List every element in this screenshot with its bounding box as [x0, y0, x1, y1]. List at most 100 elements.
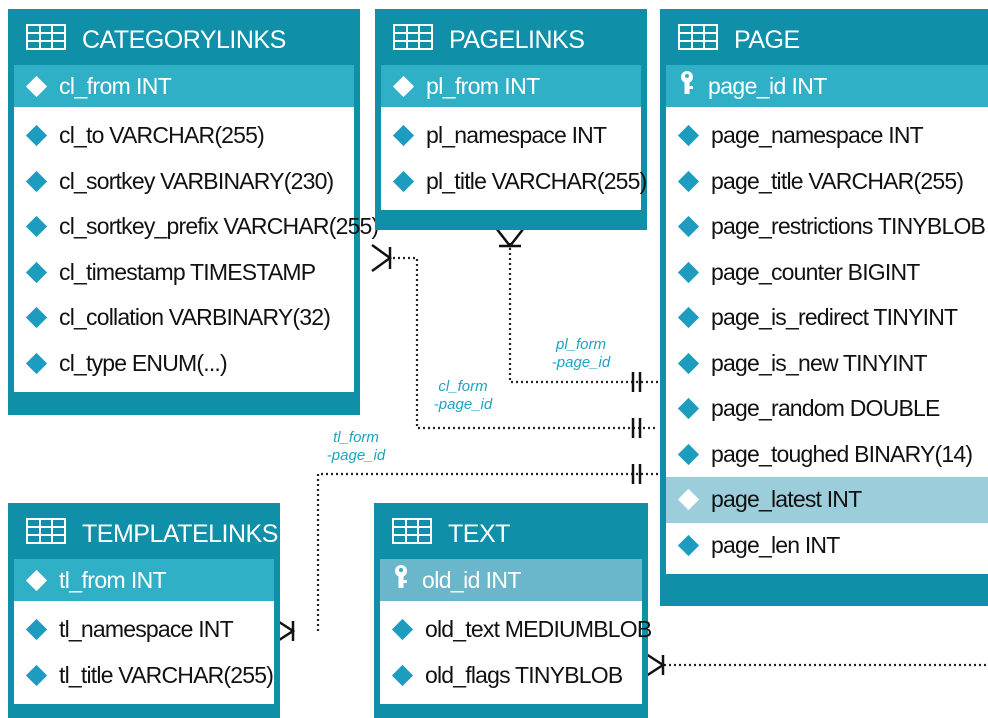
table-categorylinks[interactable]: CATEGORYLINKS cl_from INT cl_to VARCHAR(25… — [8, 9, 379, 415]
field-row[interactable]: page_toughed BINARY(14) — [666, 432, 988, 478]
diamond-icon — [677, 398, 700, 420]
field-row[interactable]: tl_namespace INT — [14, 607, 274, 653]
field-label: old_flags TINYBLOB — [425, 661, 623, 688]
table-title: TEMPLATELINKS — [82, 519, 278, 548]
diamond-icon — [392, 125, 415, 147]
diamond-icon — [25, 619, 48, 641]
field-label: page_namespace INT — [711, 122, 924, 149]
field-label: cl_to VARCHAR(255) — [59, 122, 265, 149]
key-icon — [678, 70, 696, 102]
field-label: cl_sortkey_prefix VARCHAR(255) — [59, 213, 379, 240]
table-header: CATEGORYLINKS — [14, 15, 354, 65]
field-row[interactable]: page_title VARCHAR(255) — [666, 159, 988, 205]
table-title: PAGELINKS — [449, 25, 585, 54]
table-title: TEXT — [448, 519, 510, 548]
field-label: cl_from INT — [59, 72, 172, 99]
diamond-icon — [25, 75, 48, 97]
field-row[interactable]: cl_to VARCHAR(255) — [14, 113, 354, 159]
field-label: old_id INT — [422, 566, 521, 593]
diamond-icon — [25, 216, 48, 238]
diamond-icon — [677, 534, 700, 556]
table-body: cl_to VARCHAR(255) cl_sortkey VARBINARY(2… — [14, 107, 379, 392]
table-title: PAGE — [734, 25, 800, 54]
table-header: TEMPLATELINKS — [14, 509, 278, 559]
primary-key-row[interactable]: cl_from INT — [14, 65, 354, 107]
primary-key-row[interactable]: page_id INT — [666, 65, 988, 107]
table-pagelinks[interactable]: PAGELINKS pl_from INT pl_namespace INT pl_t… — [375, 9, 647, 230]
field-row[interactable]: page_latest INT — [666, 477, 988, 523]
table-grid-icon — [678, 23, 718, 57]
field-label: page_toughed BINARY(14) — [711, 440, 973, 467]
diamond-icon — [677, 125, 700, 147]
diamond-icon — [25, 664, 48, 686]
field-row[interactable]: page_is_redirect TINYINT — [666, 295, 988, 341]
field-row[interactable]: page_random DOUBLE — [666, 386, 988, 432]
table-grid-icon — [393, 23, 433, 57]
field-row[interactable]: cl_timestamp TIMESTAMP — [14, 250, 354, 296]
field-label: tl_from INT — [59, 566, 167, 593]
field-row[interactable]: page_counter BIGINT — [666, 250, 988, 296]
diamond-icon — [391, 619, 414, 641]
field-row[interactable]: cl_sortkey VARBINARY(230) — [14, 159, 354, 205]
table-header: PAGELINKS — [381, 15, 641, 65]
primary-key-row[interactable]: tl_from INT — [14, 559, 274, 601]
field-label: page_is_redirect TINYINT — [711, 304, 958, 331]
field-row[interactable]: cl_collation VARBINARY(32) — [14, 295, 354, 341]
diamond-icon — [677, 352, 700, 374]
table-body: tl_namespace INT tl_title VARCHAR(255) — [14, 601, 274, 704]
field-label: old_text MEDIUMBLOB — [425, 616, 652, 643]
field-label: tl_title VARCHAR(255) — [59, 661, 274, 688]
field-label: pl_namespace INT — [426, 122, 607, 149]
diamond-icon — [677, 489, 700, 511]
field-row[interactable]: page_restrictions TINYBLOB — [666, 204, 988, 250]
relation-label-tl: tl_form-page_id — [326, 429, 386, 464]
diamond-icon — [25, 569, 48, 591]
table-header: TEXT — [380, 509, 642, 559]
diamond-icon — [677, 307, 700, 329]
field-label: cl_timestamp TIMESTAMP — [59, 258, 316, 285]
primary-key-row[interactable]: old_id INT — [380, 559, 642, 601]
table-body: pl_namespace INT pl_title VARCHAR(255) — [381, 107, 647, 210]
table-page[interactable]: PAGE page_id INT page_namespace INT page_ti… — [660, 9, 988, 606]
diamond-icon — [392, 75, 415, 97]
field-label: cl_type ENUM(...) — [59, 349, 228, 376]
table-body: page_namespace INT page_title VARCHAR(255… — [666, 107, 988, 574]
field-row[interactable]: page_is_new TINYINT — [666, 341, 988, 387]
field-label: page_latest INT — [711, 486, 862, 513]
table-text[interactable]: TEXT old_id INT old_text MEDIUMBLOB old_fla… — [374, 503, 652, 718]
field-label: pl_title VARCHAR(255) — [426, 167, 647, 194]
field-label: page_is_new TINYINT — [711, 349, 928, 376]
primary-key-row[interactable]: pl_from INT — [381, 65, 641, 107]
diamond-icon — [25, 352, 48, 374]
field-label: page_restrictions TINYBLOB — [711, 213, 986, 240]
field-row[interactable]: pl_namespace INT — [381, 113, 641, 159]
relation-label-pl: pl_form-page_id — [551, 336, 611, 371]
diamond-icon — [392, 170, 415, 192]
field-row[interactable]: cl_type ENUM(...) — [14, 341, 354, 387]
field-label: tl_namespace INT — [59, 616, 234, 643]
field-row[interactable]: tl_title VARCHAR(255) — [14, 653, 274, 699]
key-icon — [392, 564, 410, 596]
field-label: page_title VARCHAR(255) — [711, 167, 964, 194]
table-templatelinks[interactable]: TEMPLATELINKS tl_from INT tl_namespace INT… — [8, 503, 280, 718]
diamond-icon — [677, 261, 700, 283]
field-row[interactable]: old_text MEDIUMBLOB — [380, 607, 652, 653]
table-grid-icon — [392, 517, 432, 551]
table-grid-icon — [26, 517, 66, 551]
diamond-icon — [25, 170, 48, 192]
field-label: page_id INT — [708, 72, 827, 99]
table-body: old_text MEDIUMBLOB old_flags TINYBLOB — [380, 601, 652, 704]
table-title: CATEGORYLINKS — [82, 25, 286, 54]
relation-label-cl: cl_form-page_id — [433, 378, 493, 413]
field-row[interactable]: cl_sortkey_prefix VARCHAR(255) — [14, 204, 379, 250]
field-row[interactable]: old_flags TINYBLOB — [380, 653, 642, 699]
field-row[interactable]: page_namespace INT — [666, 113, 988, 159]
field-row[interactable]: page_len INT — [666, 523, 988, 569]
diamond-icon — [677, 216, 700, 238]
field-row[interactable]: pl_title VARCHAR(255) — [381, 159, 647, 205]
field-label: page_len INT — [711, 531, 840, 558]
diamond-icon — [677, 443, 700, 465]
field-label: page_random DOUBLE — [711, 395, 940, 422]
field-label: cl_collation VARBINARY(32) — [59, 304, 331, 331]
